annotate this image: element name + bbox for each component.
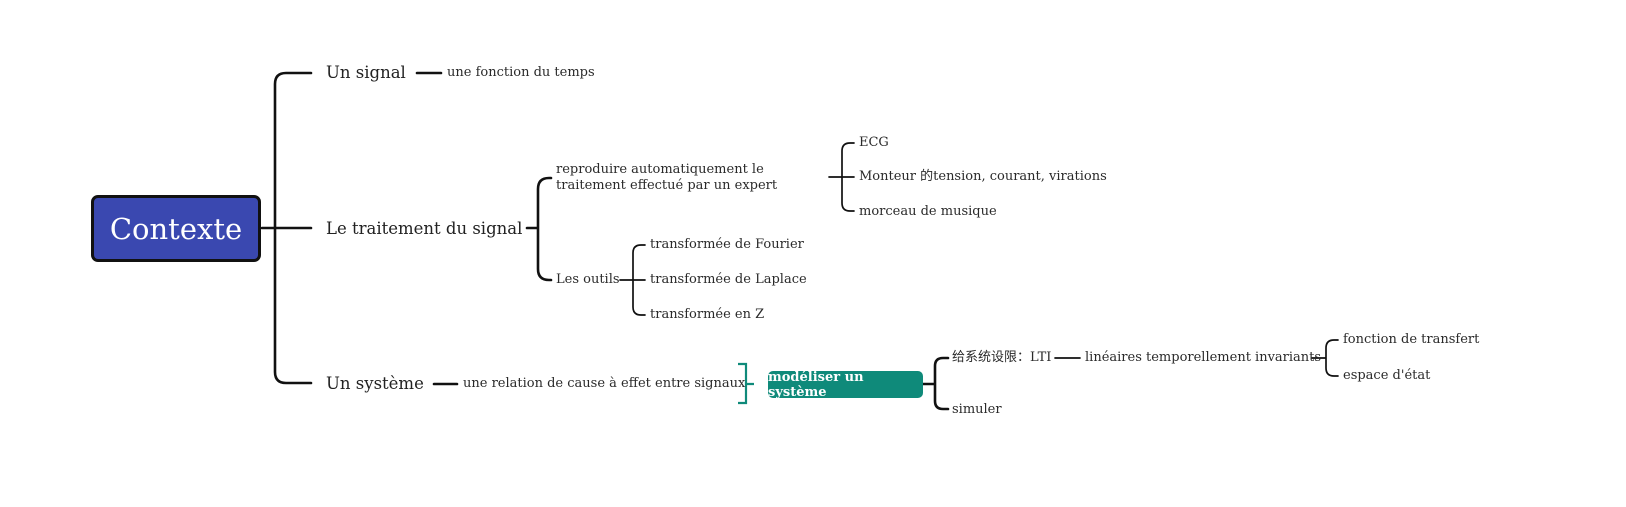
- traitement-connector: [525, 176, 553, 282]
- reproduire-connector: [828, 142, 855, 212]
- lti-connector: [1311, 339, 1339, 377]
- node-fourier[interactable]: transformée de Fourier: [650, 237, 804, 252]
- node-signal[interactable]: Un signal: [326, 63, 406, 82]
- root-node[interactable]: Contexte: [91, 195, 261, 262]
- node-transfert[interactable]: fonction de transfert: [1343, 332, 1480, 347]
- node-restriction[interactable]: 给系统设限：LTI: [952, 350, 1052, 365]
- node-etat[interactable]: espace d'état: [1343, 368, 1431, 383]
- node-signal-detail[interactable]: une fonction du temps: [447, 65, 595, 80]
- modeliser-connector: [921, 356, 950, 411]
- node-traitement[interactable]: Le traitement du signal: [326, 219, 523, 238]
- node-laplace[interactable]: transformée de Laplace: [650, 272, 807, 287]
- node-outils[interactable]: Les outils: [556, 272, 620, 287]
- summary-bracket: [738, 362, 754, 405]
- node-musique[interactable]: morceau de musique: [859, 204, 997, 219]
- node-systeme-detail[interactable]: une relation de cause à effet entre sign…: [463, 376, 746, 391]
- node-modeliser[interactable]: modéliser un système: [768, 370, 923, 400]
- node-systeme[interactable]: Un système: [326, 374, 424, 393]
- node-monteur[interactable]: Monteur 的tension, courant, virations: [859, 169, 1107, 184]
- node-simuler[interactable]: simuler: [952, 402, 1002, 417]
- node-reproduire[interactable]: reproduire automatiquement le traitement…: [556, 162, 778, 193]
- node-ecg[interactable]: ECG: [859, 135, 889, 150]
- root-connector: [260, 71, 313, 385]
- node-z[interactable]: transformée en Z: [650, 307, 765, 322]
- node-lti[interactable]: linéaires temporellement invariants: [1085, 350, 1322, 365]
- outils-connector: [619, 244, 646, 316]
